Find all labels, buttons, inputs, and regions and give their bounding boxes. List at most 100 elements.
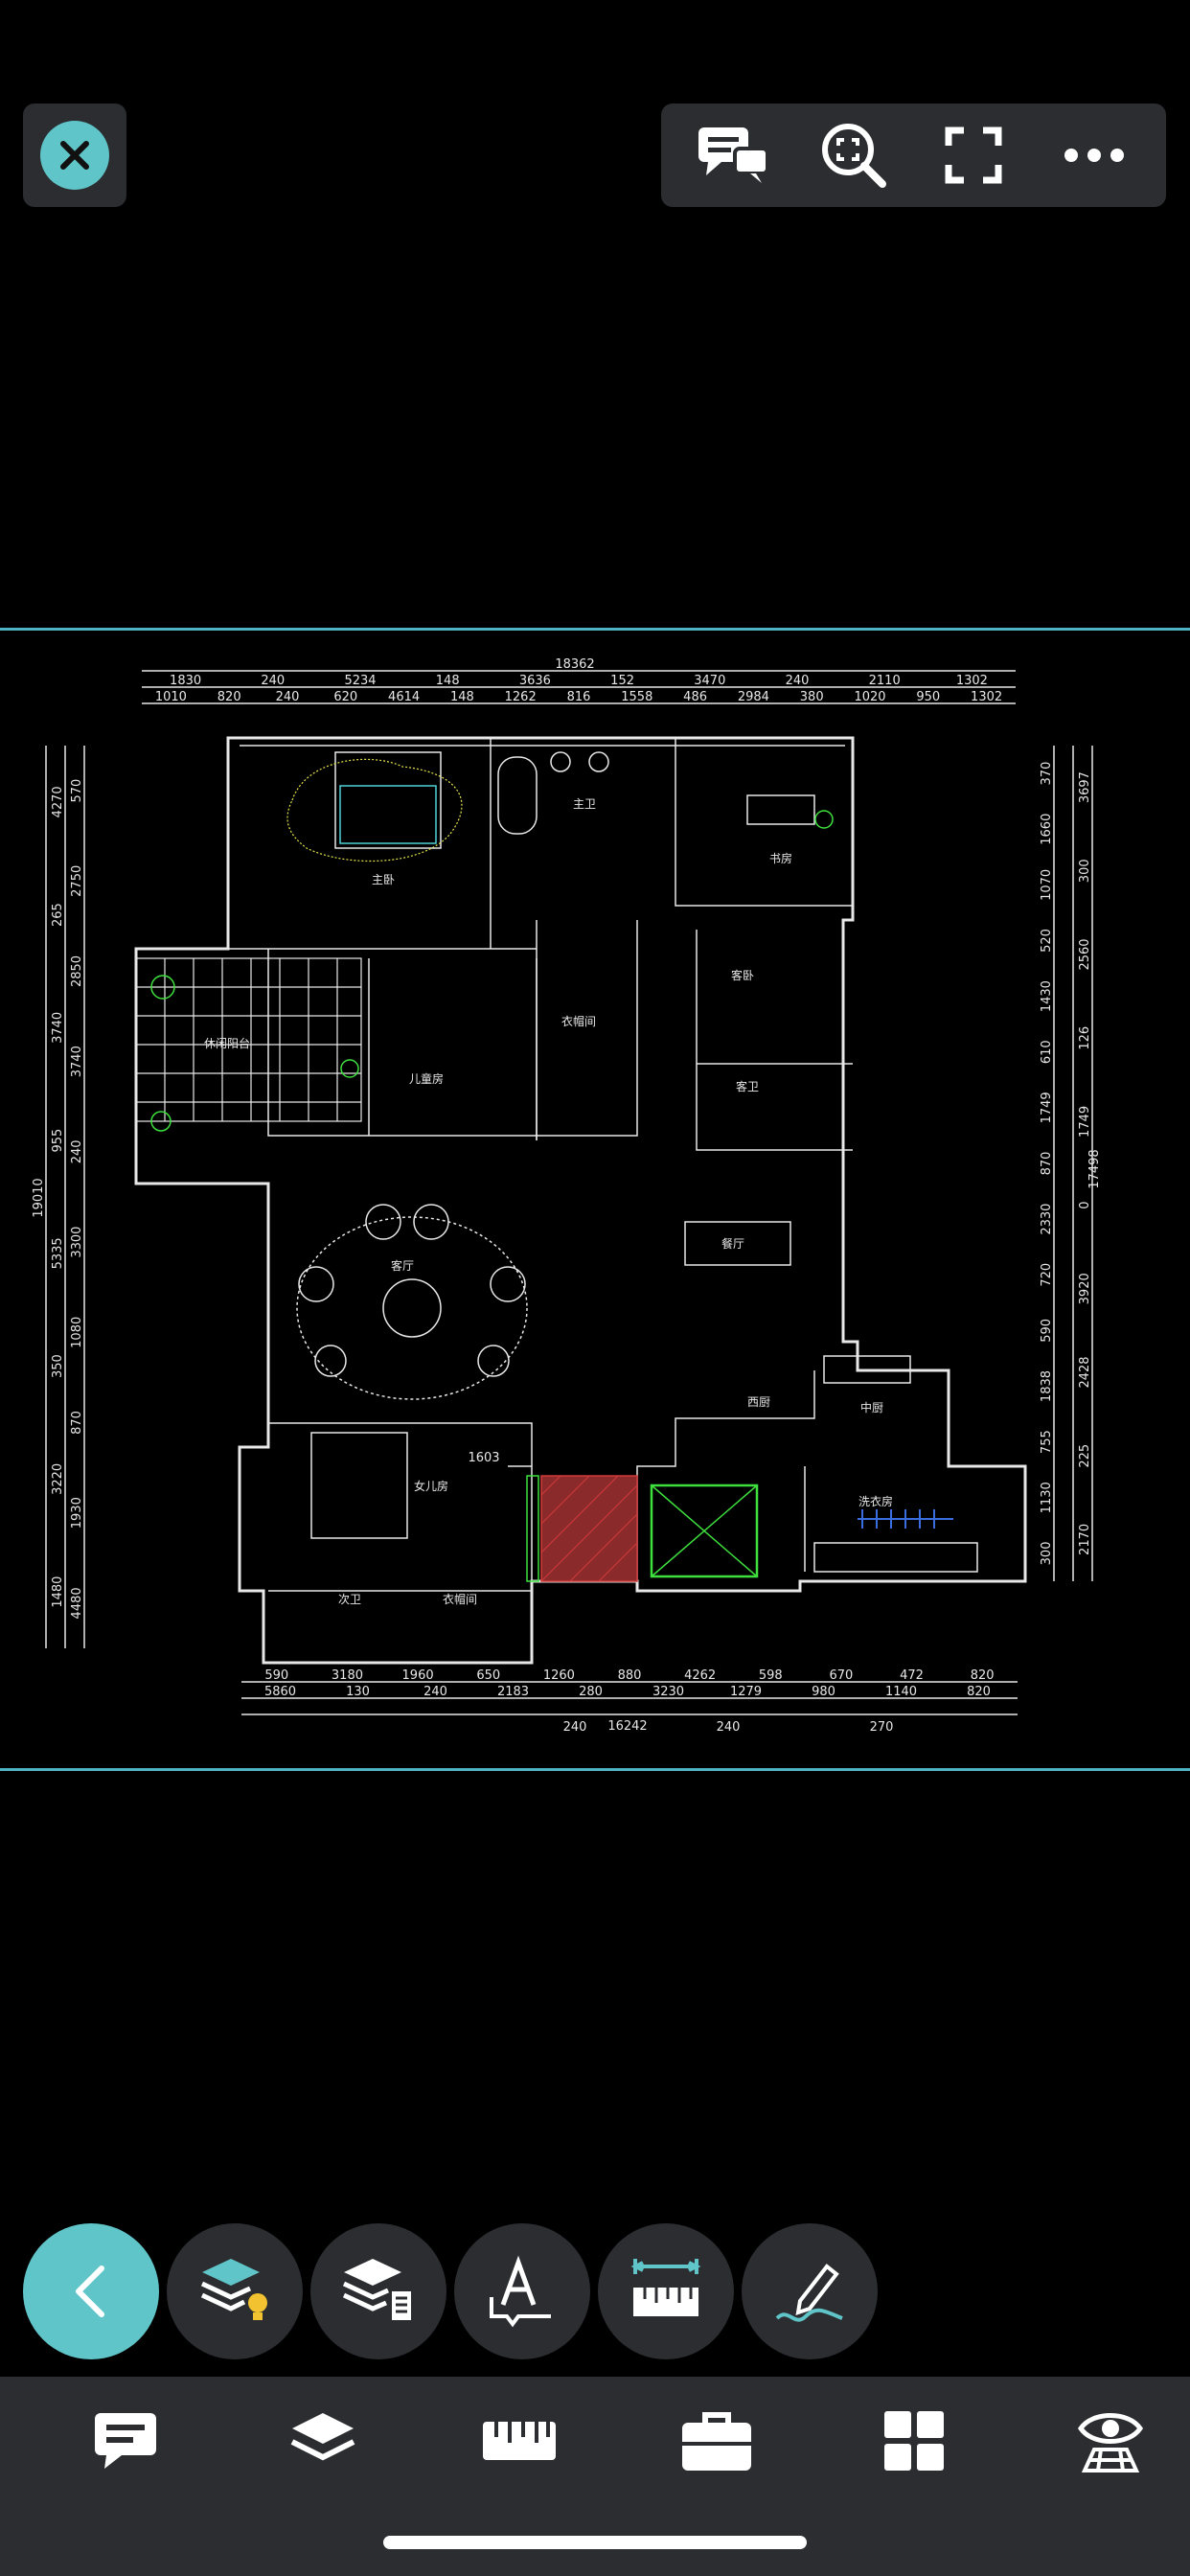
dimension-label: 2984	[738, 690, 769, 704]
room-cloakroom: 衣帽间	[561, 1014, 596, 1028]
dimension-label: 1960	[402, 1668, 434, 1683]
dim-overall-right: 17498	[1087, 1149, 1102, 1188]
dimension-label: 3697	[1078, 771, 1092, 803]
dimension-label: 225	[1078, 1444, 1092, 1468]
dimension-label: 1302	[956, 674, 988, 688]
home-indicator	[383, 2536, 807, 2549]
comments-icon	[698, 127, 769, 183]
comment-tab-icon	[95, 2413, 156, 2469]
dimension-label: 880	[618, 1668, 642, 1683]
dimension-label: 2330	[1040, 1204, 1054, 1235]
grid-tab-icon	[884, 2411, 944, 2471]
dimension-label: 350	[51, 1354, 65, 1378]
tab-view-3d[interactable]	[1058, 2398, 1163, 2484]
dimension-label: 816	[567, 690, 591, 704]
tab-grid[interactable]	[861, 2398, 967, 2484]
dimension-label: 1279	[730, 1685, 762, 1699]
dimension-label: 5234	[344, 674, 376, 688]
layer-light-icon	[200, 2259, 267, 2320]
layer-visibility-button[interactable]	[167, 2223, 303, 2359]
dimension-label: 300	[1040, 1542, 1054, 1566]
tab-layers[interactable]	[270, 2398, 376, 2484]
dimension-label: 590	[264, 1668, 288, 1683]
room-kids-room: 儿童房	[409, 1071, 444, 1086]
back-button[interactable]	[23, 2223, 159, 2359]
room-laundry: 洗衣房	[858, 1494, 893, 1508]
dimension-label: 240	[563, 1720, 587, 1735]
dimension-label: 2170	[1078, 1524, 1092, 1555]
dimension-label: 3220	[51, 1463, 65, 1495]
dimension-label: 240	[786, 674, 810, 688]
layer-list-button[interactable]	[310, 2223, 446, 2359]
dimension-label: 980	[812, 1685, 835, 1699]
dimension-label: 2560	[1078, 938, 1092, 970]
dimension-label: 570	[70, 779, 84, 803]
dimension-label: 2850	[70, 955, 84, 987]
tab-toolbox[interactable]	[664, 2398, 769, 2484]
dimension-label: 1260	[543, 1668, 575, 1683]
viewport-bottom-line	[0, 1768, 1190, 1771]
dimension-label: 486	[683, 690, 707, 704]
dimension-label: 270	[870, 1720, 894, 1735]
toolbox-tab-icon	[682, 2412, 751, 2471]
dimension-label: 870	[1040, 1152, 1054, 1176]
dimension-label: 3636	[519, 674, 551, 688]
dimension-label: 380	[800, 690, 824, 704]
room-master-bath: 主卫	[573, 797, 596, 811]
text-tool-button[interactable]	[454, 2223, 590, 2359]
dimension-label: 520	[1040, 929, 1054, 953]
zoom-window-icon	[821, 124, 886, 188]
dim-overall-top: 18362	[555, 657, 594, 672]
sketch-tool-button[interactable]	[742, 2223, 878, 2359]
dimension-label: 3920	[1078, 1273, 1092, 1304]
dimension-label: 3230	[652, 1685, 684, 1699]
close-button[interactable]	[23, 104, 126, 207]
dimension-label: 598	[759, 1668, 783, 1683]
dim-overall-left: 19010	[32, 1178, 46, 1217]
dimension-label: 240	[717, 1720, 741, 1735]
dimension-label: 1930	[70, 1497, 84, 1529]
layers-tab-icon	[290, 2413, 355, 2461]
dimension-label: 148	[450, 690, 474, 704]
dimension-label: 370	[1040, 762, 1054, 786]
dimension-label: 2110	[869, 674, 901, 688]
dimension-label: 1020	[854, 690, 885, 704]
dimension-label: 1080	[70, 1317, 84, 1348]
measure-tool-button[interactable]	[598, 2223, 734, 2359]
dimension-label: 2428	[1078, 1356, 1092, 1388]
dimension-label: 755	[1040, 1430, 1054, 1454]
dimension-label: 590	[1040, 1319, 1054, 1343]
dimension-label: 1140	[885, 1685, 917, 1699]
dimension-label: 720	[1040, 1263, 1054, 1287]
comments-button[interactable]	[690, 112, 776, 198]
tab-measure[interactable]	[467, 2398, 572, 2484]
dimension-label: 1262	[505, 690, 537, 704]
dimension-label: 1010	[155, 690, 187, 704]
dimension-label: 1558	[621, 690, 652, 704]
dimension-label: 1430	[1040, 980, 1054, 1012]
dimension-label: 820	[217, 690, 241, 704]
room-sunroom: 休闲阳台	[204, 1036, 250, 1050]
tab-comments[interactable]	[73, 2398, 178, 2484]
dimension-label: 3300	[70, 1227, 84, 1258]
room-master-bedroom: 主卧	[372, 873, 395, 886]
zoom-window-button[interactable]	[811, 112, 897, 198]
dimension-label: 3470	[694, 674, 725, 688]
measure-ruler-icon	[630, 2259, 701, 2316]
room-second-bath: 次卫	[338, 1593, 361, 1606]
room-chinese-kitchen: 中厨	[860, 1400, 883, 1414]
dimension-label: 126	[1078, 1026, 1092, 1050]
dimension-label: 3740	[51, 1012, 65, 1044]
more-button[interactable]	[1051, 112, 1137, 198]
top-toolbar	[661, 104, 1166, 207]
dimension-label: 870	[70, 1411, 84, 1435]
dimension-label: 5335	[51, 1237, 65, 1269]
room-second-cloak: 衣帽间	[443, 1592, 477, 1606]
fullscreen-button[interactable]	[930, 112, 1017, 198]
room-guest-room: 客卧	[731, 968, 754, 982]
view-3d-tab-icon	[1077, 2413, 1144, 2472]
dimension-label: 820	[971, 1668, 995, 1683]
dimension-label: 148	[436, 674, 460, 688]
dimension-label: 240	[70, 1139, 84, 1163]
